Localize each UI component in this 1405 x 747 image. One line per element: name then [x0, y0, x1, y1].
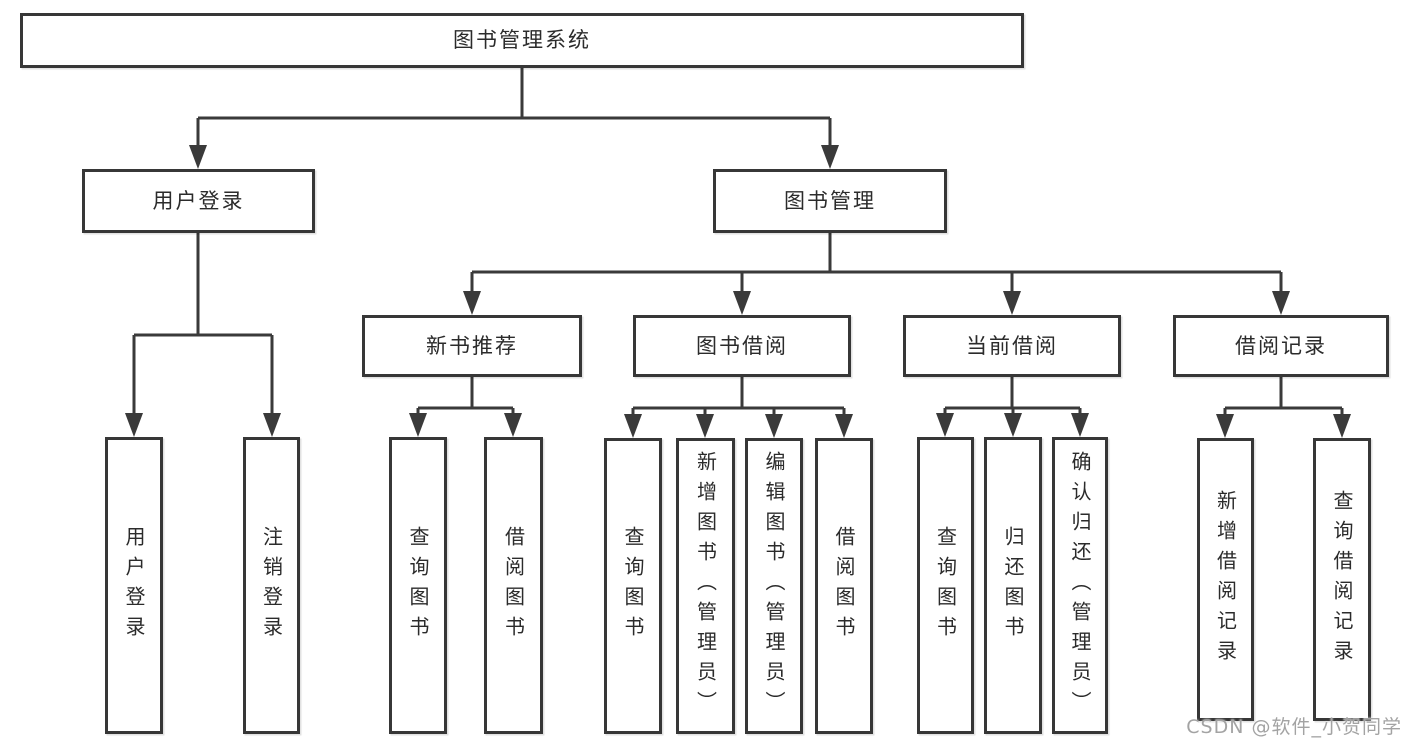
arrowhead-icon [463, 291, 481, 315]
arrowhead-icon [936, 413, 954, 437]
connector-user-login-to-leaves [132, 233, 274, 418]
leaf-borrow-books: 借阅图书 [815, 438, 873, 734]
connector-new-book-to-leaves [416, 377, 515, 418]
arrowhead-icon [1333, 414, 1351, 438]
node-label: 归还图书 [1001, 525, 1025, 646]
arrowhead-icon [835, 414, 853, 438]
leaf-query-books-recommendation: 查询图书 [389, 437, 447, 734]
leaf-query-books-current: 查询图书 [917, 437, 974, 734]
node-new-book-recommendation: 新书推荐 [362, 315, 582, 377]
node-library-management-system: 图书管理系统 [20, 13, 1024, 68]
arrowhead-icon [263, 413, 281, 437]
node-label: 用户登录 [122, 525, 146, 646]
connector-book-management-to-level3 [470, 233, 1283, 296]
arrowhead-icon [1071, 413, 1089, 437]
leaf-add-borrow-record: 新增借阅记录 [1197, 438, 1254, 721]
node-label: 借阅图书 [832, 526, 856, 646]
leaf-query-books-borrowing: 查询图书 [604, 438, 662, 734]
node-label: 注销登录 [259, 525, 284, 646]
node-label: 新增借阅记录 [1213, 489, 1238, 670]
arrowhead-icon [189, 145, 207, 169]
leaf-confirm-return-admin: 确认归还（管理员） [1052, 437, 1108, 734]
node-current-borrowing: 当前借阅 [903, 315, 1121, 377]
arrowhead-icon [409, 413, 427, 437]
node-label: 图书借阅 [696, 333, 788, 358]
node-label: 借阅记录 [1235, 333, 1327, 358]
arrowhead-icon [1004, 413, 1022, 437]
arrowhead-icon [624, 414, 642, 438]
node-label: 编辑图书（管理员） [762, 451, 786, 721]
node-label: 图书管理 [784, 188, 876, 213]
node-label: 用户登录 [152, 188, 245, 213]
leaf-add-book-admin: 新增图书（管理员） [676, 438, 735, 734]
connector-borrowing-records-to-leaves [1223, 377, 1344, 419]
arrowhead-icon [765, 414, 783, 438]
node-label: 查询图书 [621, 526, 645, 646]
connector-current-borrowing-to-leaves [943, 377, 1082, 418]
leaf-query-borrow-record: 查询借阅记录 [1313, 438, 1371, 721]
csdn-watermark: CSDN @软件_小贺同学 [1186, 716, 1402, 738]
arrowhead-icon [504, 413, 522, 437]
node-label: 查询借阅记录 [1330, 489, 1354, 670]
leaf-edit-book-admin: 编辑图书（管理员） [745, 438, 803, 734]
node-label: 查询图书 [406, 525, 430, 646]
node-user-login: 用户登录 [82, 169, 315, 233]
arrowhead-icon [821, 145, 839, 169]
leaf-user-login: 用户登录 [105, 437, 163, 734]
node-book-management: 图书管理 [713, 169, 947, 233]
arrowhead-icon [1272, 291, 1290, 315]
leaf-logout: 注销登录 [243, 437, 300, 734]
arrowhead-icon [733, 291, 751, 315]
connector-book-borrowing-to-leaves [631, 377, 846, 419]
leaf-return-books: 归还图书 [984, 437, 1042, 734]
leaf-borrow-books-recommendation: 借阅图书 [484, 437, 543, 734]
node-label: 新书推荐 [426, 333, 518, 358]
arrowhead-icon [1003, 291, 1021, 315]
node-label: 查询图书 [933, 525, 958, 646]
node-label: 当前借阅 [966, 333, 1058, 358]
node-label: 确认归还（管理员） [1068, 450, 1092, 721]
connector-root-to-level2 [196, 68, 832, 150]
node-book-borrowing: 图书借阅 [633, 315, 851, 377]
arrowhead-icon [125, 413, 143, 437]
node-borrowing-records: 借阅记录 [1173, 315, 1389, 377]
node-label: 借阅图书 [501, 525, 526, 646]
arrowhead-icon [1216, 414, 1234, 438]
node-label: 新增图书（管理员） [693, 451, 718, 721]
node-label: 图书管理系统 [453, 28, 591, 52]
arrowhead-icon [696, 414, 714, 438]
